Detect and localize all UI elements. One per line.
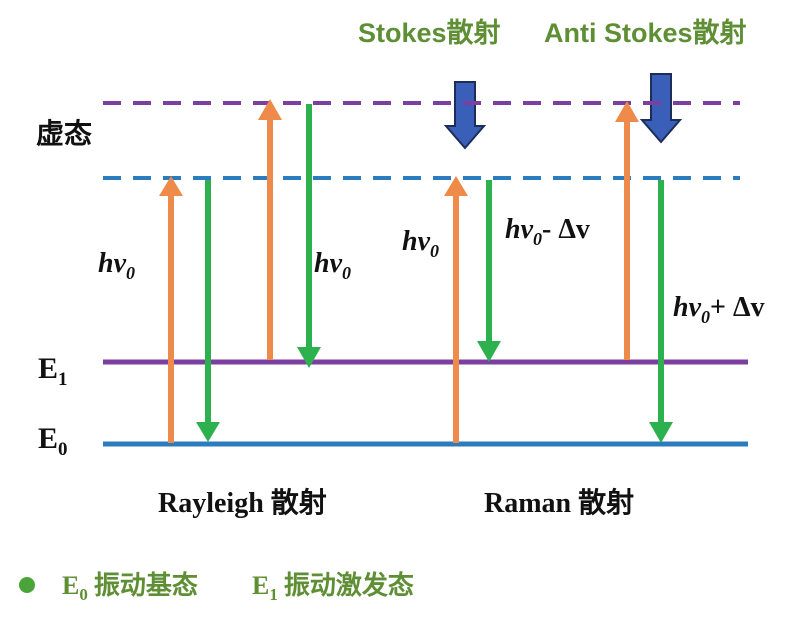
e0-level-label: E0 xyxy=(38,422,68,460)
rayleigh-emission-arrow-lower xyxy=(196,180,220,442)
stokes-emission-arrow xyxy=(477,180,501,362)
anti-stokes-emission-arrow xyxy=(649,180,673,443)
stokes-indicator-arrow xyxy=(443,81,487,150)
anti-stokes-indicator-arrow xyxy=(639,73,683,144)
stokes-energy-label: hv0- Δv xyxy=(505,214,590,249)
rayleigh-excitation-arrow-upper xyxy=(258,99,282,360)
legend-dot xyxy=(19,577,35,593)
anti-stokes-excitation-arrow xyxy=(615,101,639,360)
raman-photon-energy-label: hv0 xyxy=(402,226,439,261)
virtual-state-label: 虚态 xyxy=(36,118,92,149)
anti-stokes-energy-label: hv0+ Δv xyxy=(673,292,765,327)
rayleigh-emitted-energy-label: hv0 xyxy=(314,248,351,283)
anti-stokes-scattering-label: Anti Stokes散射 xyxy=(544,18,747,48)
e1-level-label: E1 xyxy=(38,352,68,390)
raman-scattering-caption: Raman 散射 xyxy=(484,487,634,519)
stokes-scattering-label: Stokes散射 xyxy=(358,18,501,48)
rayleigh-excitation-arrow-lower xyxy=(159,176,183,443)
stokes-excitation-arrow xyxy=(444,176,468,443)
rayleigh-emission-arrow-upper xyxy=(297,104,321,368)
rayleigh-scattering-caption: Rayleigh 散射 xyxy=(158,487,327,519)
rayleigh-photon-energy-label: hv0 xyxy=(98,248,135,283)
